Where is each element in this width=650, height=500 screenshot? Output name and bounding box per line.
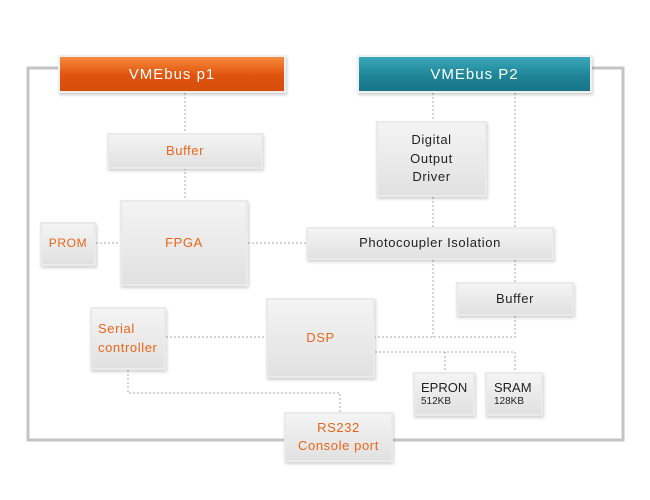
- vmebus-p1-header: VMEbus p1: [58, 55, 286, 93]
- epron-name: EPRON: [421, 380, 468, 396]
- sram-size: 128KB: [494, 395, 525, 407]
- photocoupler-isolation-block: Photocoupler Isolation: [306, 227, 554, 260]
- prom-block: PROM: [40, 222, 96, 266]
- vmebus-p2-label: VMEbus P2: [430, 65, 519, 83]
- epron-size: 512KB: [421, 395, 452, 407]
- sram-block: SRAM 128KB: [485, 372, 543, 416]
- link-buffer-dsp: [375, 316, 516, 338]
- link-serial-rs232: [127, 370, 341, 412]
- serial-controller-block: Serial controller: [90, 307, 166, 370]
- vmebus-p2-header: VMEbus P2: [357, 55, 592, 93]
- link-dsp-memory: [375, 351, 516, 372]
- buffer-right-block: Buffer: [456, 282, 574, 316]
- vmebus-p1-label: VMEbus p1: [128, 65, 216, 83]
- epron-block: EPRON 512KB: [413, 372, 475, 416]
- sram-name: SRAM: [494, 380, 532, 396]
- dsp-block: DSP: [266, 298, 375, 378]
- buffer-left-block: Buffer: [107, 133, 263, 169]
- fpga-block: FPGA: [120, 200, 248, 286]
- frame-line-left: [26, 66, 284, 442]
- digital-output-driver-block: Digital Output Driver: [376, 121, 487, 197]
- frame-line-right: [393, 66, 625, 442]
- rs232-console-port-block: RS232 Console port: [284, 412, 393, 462]
